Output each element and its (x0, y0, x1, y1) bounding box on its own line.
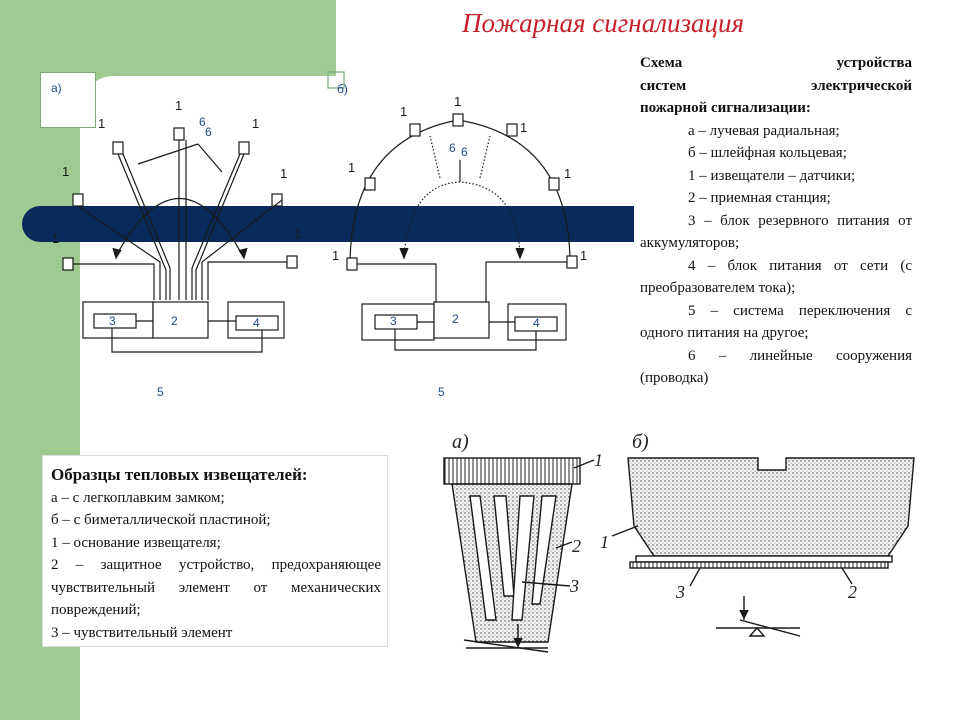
legend-item: 4 – блок питания от сети (с преобразоват… (640, 257, 912, 297)
samples-item: а – с легкоплавким замком; (51, 489, 225, 506)
label-a-detector-ml: 1 (62, 164, 69, 179)
label-b-detector-lr: 1 (580, 248, 587, 263)
label-a-mains: 4 (253, 316, 260, 330)
scheme-b-label: б) (337, 82, 348, 96)
legend-item: 5 – система переключения с одного питани… (640, 302, 912, 342)
label-b-detector-ll: 1 (332, 248, 339, 263)
detector-a-mid-left (72, 193, 84, 207)
scheme-a-label-box: а) (40, 72, 96, 128)
label-a-detector-ul: 1 (98, 116, 105, 131)
samples-item: 2 – защитное устройство, предохраняющее … (51, 557, 381, 618)
legend-item: 6 – линейные сооружения (проводка) (640, 347, 912, 387)
detector-b-num-1: 1 (600, 532, 609, 552)
detector-a-top (173, 127, 185, 141)
scheme-b-corner (327, 71, 345, 89)
label-a-switch: 5 (157, 385, 164, 399)
label-b-detector-mr: 1 (564, 166, 571, 181)
detector-b-num-3: 3 (675, 582, 685, 602)
detector-a-label: а) (452, 431, 469, 453)
label-a-reserve: 3 (109, 314, 116, 328)
samples-item: 3 – чувствительный элемент (51, 624, 233, 641)
detector-a-low-right (286, 255, 298, 269)
legend-heading-2: систем электрической (640, 77, 912, 94)
detector-a-num-3: 3 (569, 576, 579, 596)
samples-item: 1 – основание извещателя; (51, 534, 221, 551)
label-b-detector-ul: 1 (400, 104, 407, 119)
legend-item: 2 – приемная станция; (688, 190, 831, 206)
detector-a-upper-left (112, 141, 124, 155)
scheme-legend: Схема устройства систем электрической по… (640, 52, 912, 390)
scheme-b-ring (327, 71, 578, 351)
label-a-station: 2 (171, 314, 178, 328)
label-a-detector-mr: 1 (280, 166, 287, 181)
detector-a-upper-right (238, 141, 250, 155)
samples-heading: Образцы тепловых извещателей: (51, 465, 308, 484)
label-b-station: 2 (452, 312, 459, 326)
samples-item: б – с биметаллической пластиной; (51, 512, 271, 528)
label-a-line-2: 6 (205, 125, 212, 139)
scheme-a-radial (62, 127, 298, 353)
detector-a-low-left (62, 257, 74, 271)
label-a-detector-ll: 1 (52, 231, 59, 246)
detector-samples-box: Образцы тепловых извещателей: а – с легк… (42, 455, 388, 647)
legend-heading-3: пожарной сигнализации: (640, 100, 811, 116)
scheme-a-label: а) (51, 81, 62, 95)
page-title: Пожарная сигнализация (462, 8, 745, 38)
legend-heading-1: Схема устройства (640, 55, 912, 71)
detector-b-num-2: 2 (848, 582, 857, 602)
label-a-detector-ur: 1 (252, 116, 259, 131)
label-b-detector-ml: 1 (348, 160, 355, 175)
label-b-mains: 4 (533, 316, 540, 330)
legend-item: 1 – извещатели – датчики; (688, 167, 856, 184)
heat-detector-b (611, 457, 915, 637)
label-b-switch: 5 (438, 385, 445, 399)
label-b-detector-top: 1 (454, 94, 461, 109)
legend-item: а – лучевая радиальная; (688, 122, 840, 139)
label-a-line-1: 6 (199, 115, 206, 129)
detector-a-num-1: 1 (594, 450, 603, 470)
legend-item: 3 – блок резервного питания от аккумулят… (640, 212, 912, 252)
blue-accent-bar (22, 206, 634, 242)
label-a-detector-top: 1 (175, 98, 182, 113)
heat-detector-a (443, 457, 595, 653)
label-b-line-1: 6 (449, 141, 456, 155)
label-b-line-2: 6 (461, 145, 468, 159)
legend-item: б – шлейфная кольцевая; (688, 145, 847, 161)
label-b-reserve: 3 (390, 314, 397, 328)
detector-a-num-2: 2 (572, 536, 581, 556)
label-b-detector-ur: 1 (520, 120, 527, 135)
detector-b-label: б) (632, 431, 649, 453)
label-a-detector-lr: 1 (294, 226, 301, 241)
